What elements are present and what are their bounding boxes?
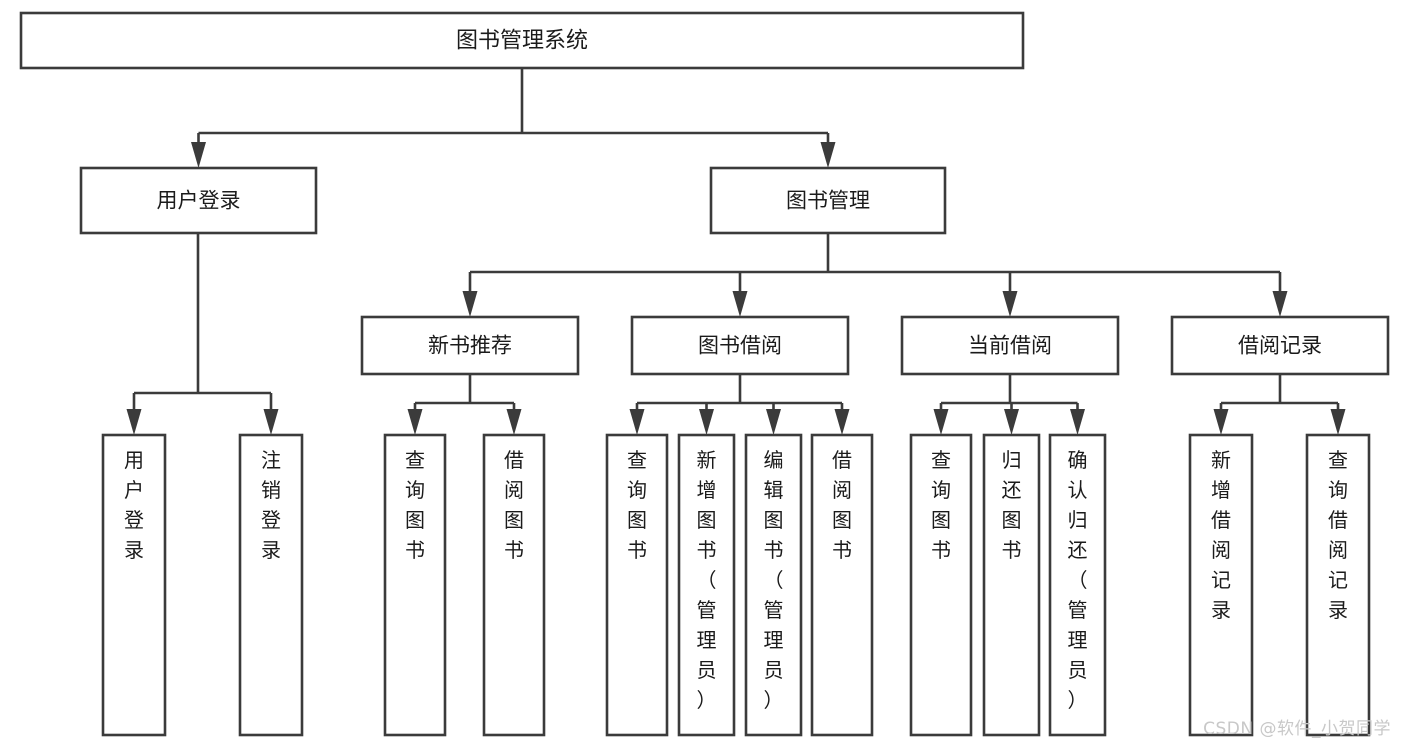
node-box-leaf-query-book-rec[interactable] (383, 433, 447, 737)
node-box-user-login[interactable] (79, 166, 318, 235)
node-box-root[interactable] (19, 11, 1025, 70)
node-box-leaf-borrow-book[interactable] (810, 433, 874, 737)
node-leaf-add-book[interactable]: 新增图书（管理员） (677, 433, 736, 737)
connector-borrow-record (1213, 374, 1346, 435)
node-label-leaf-confirm-return: 确认归还（管理员） (1068, 448, 1088, 712)
connector-book-borrow (629, 374, 850, 435)
node-leaf-return-book[interactable]: 归还图书 (982, 433, 1041, 737)
node-leaf-query-book-rec[interactable]: 查询图书 (383, 433, 447, 737)
node-current-borrow[interactable]: 当前借阅 (900, 315, 1120, 376)
node-book-borrow[interactable]: 图书借阅 (630, 315, 850, 376)
node-book-manage[interactable]: 图书管理 (709, 166, 947, 235)
node-label-current-borrow: 当前借阅 (968, 334, 1052, 358)
node-box-leaf-query-book-borrow[interactable] (605, 433, 669, 737)
node-label-leaf-query-book-borrow: 查询图书 (627, 448, 647, 562)
node-leaf-query-book-cur[interactable]: 查询图书 (909, 433, 973, 737)
node-box-leaf-borrow-book-rec[interactable] (482, 433, 546, 737)
node-label-leaf-edit-book: 编辑图书（管理员） (764, 448, 784, 712)
node-box-new-book-rec[interactable] (360, 315, 580, 376)
connector-new-book-rec (407, 374, 522, 435)
connector-book-manage (462, 233, 1288, 317)
node-leaf-borrow-book[interactable]: 借阅图书 (810, 433, 874, 737)
node-box-leaf-user-login[interactable] (101, 433, 167, 737)
node-label-root: 图书管理系统 (456, 29, 588, 54)
node-borrow-record[interactable]: 借阅记录 (1170, 315, 1390, 376)
node-leaf-edit-book[interactable]: 编辑图书（管理员） (744, 433, 803, 737)
node-box-leaf-confirm-return[interactable] (1048, 433, 1107, 737)
node-leaf-query-record[interactable]: 查询借阅记录 (1305, 433, 1371, 737)
node-box-leaf-query-book-cur[interactable] (909, 433, 973, 737)
node-box-book-manage[interactable] (709, 166, 947, 235)
node-leaf-user-login[interactable]: 用户登录 (101, 433, 167, 737)
node-user-login[interactable]: 用户登录 (79, 166, 318, 235)
node-label-book-manage: 图书管理 (786, 189, 870, 213)
node-label-borrow-record: 借阅记录 (1238, 334, 1322, 358)
node-label-new-book-rec: 新书推荐 (428, 334, 512, 358)
node-new-book-rec[interactable]: 新书推荐 (360, 315, 580, 376)
node-label-leaf-query-book-rec: 查询图书 (405, 448, 425, 562)
node-box-leaf-return-book[interactable] (982, 433, 1041, 737)
node-label-user-login: 用户登录 (157, 189, 241, 213)
node-box-book-borrow[interactable] (630, 315, 850, 376)
connector-root (191, 68, 836, 168)
node-label-leaf-query-book-cur: 查询图书 (931, 448, 951, 562)
node-box-leaf-edit-book[interactable] (744, 433, 803, 737)
node-label-leaf-borrow-book: 借阅图书 (832, 448, 852, 562)
node-box-leaf-user-logout[interactable] (238, 433, 304, 737)
node-box-leaf-query-record[interactable] (1305, 433, 1371, 737)
node-box-current-borrow[interactable] (900, 315, 1120, 376)
node-root[interactable]: 图书管理系统 (19, 11, 1025, 70)
node-box-leaf-add-record[interactable] (1188, 433, 1254, 737)
node-label-leaf-user-login: 用户登录 (124, 448, 144, 562)
node-label-leaf-borrow-book-rec: 借阅图书 (504, 448, 524, 562)
node-label-leaf-add-book: 新增图书（管理员） (697, 448, 717, 712)
node-leaf-query-book-borrow[interactable]: 查询图书 (605, 433, 669, 737)
connector-current-borrow (933, 374, 1085, 435)
node-label-leaf-query-record: 查询借阅记录 (1328, 448, 1348, 622)
node-leaf-borrow-book-rec[interactable]: 借阅图书 (482, 433, 546, 737)
node-leaf-add-record[interactable]: 新增借阅记录 (1188, 433, 1254, 737)
node-label-book-borrow: 图书借阅 (698, 334, 782, 358)
node-leaf-user-logout[interactable]: 注销登录 (238, 433, 304, 737)
node-leaf-confirm-return[interactable]: 确认归还（管理员） (1048, 433, 1107, 737)
node-label-leaf-user-logout: 注销登录 (261, 448, 281, 562)
node-box-leaf-add-book[interactable] (677, 433, 736, 737)
node-box-borrow-record[interactable] (1170, 315, 1390, 376)
connector-user-login (126, 233, 279, 435)
node-label-leaf-return-book: 归还图书 (1002, 448, 1022, 562)
node-label-leaf-add-record: 新增借阅记录 (1211, 448, 1231, 622)
